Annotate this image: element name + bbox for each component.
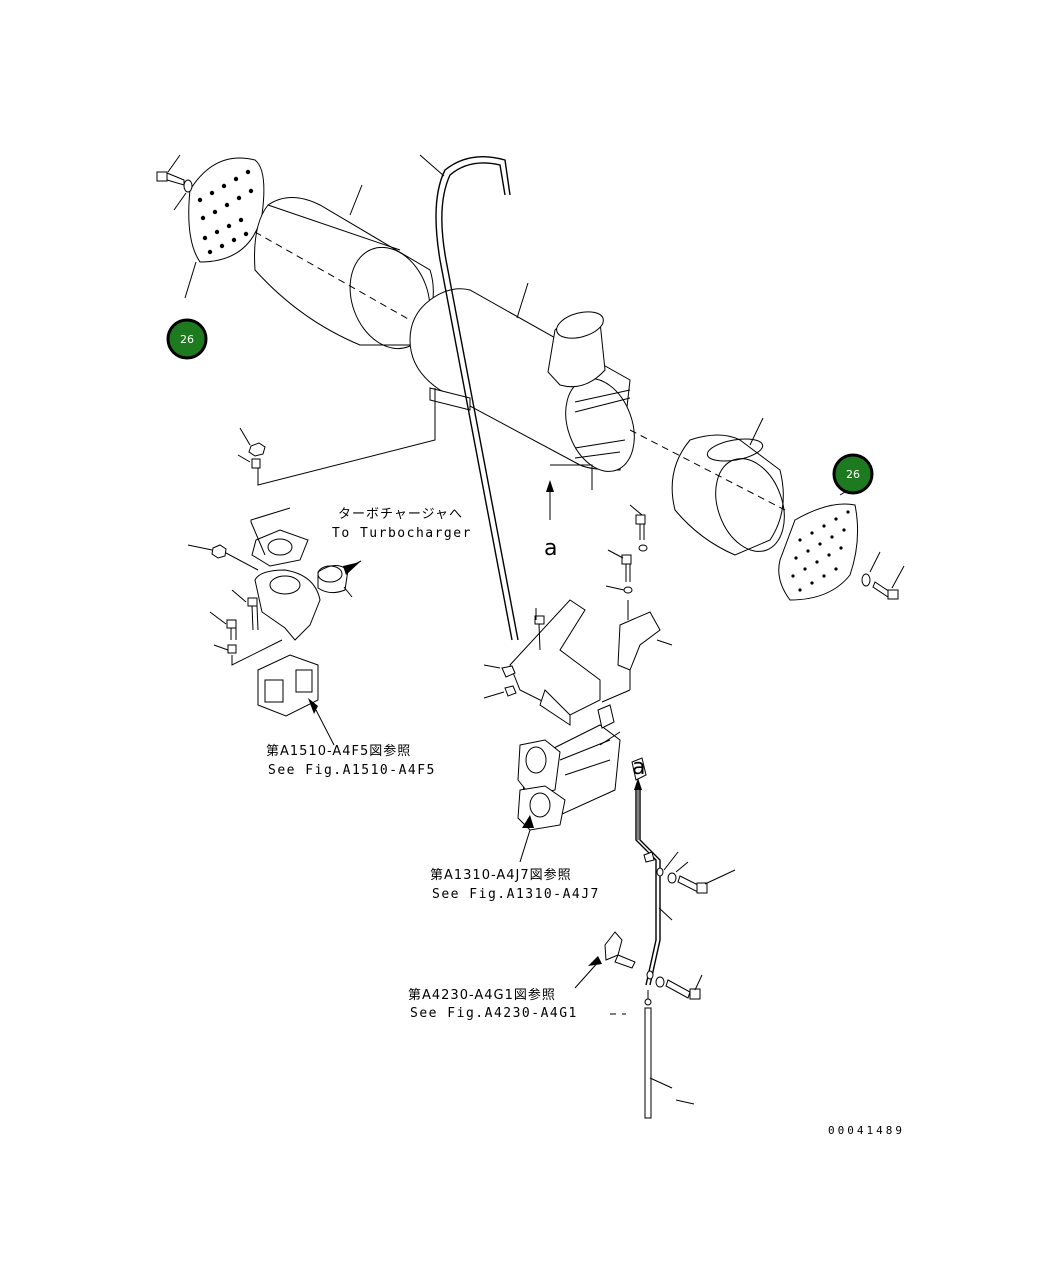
ref1-label-en: See Fig.A1510-A4F5	[268, 763, 436, 778]
ref2-label-jp: 第A1310-A4J7図参照	[430, 867, 572, 883]
callout-badge-26-left[interactable]: 26	[166, 318, 208, 360]
bolt-right	[861, 551, 905, 600]
small-bracket-pin	[574, 931, 636, 989]
ref3-label-jp: 第A4230-A4G1図参照	[408, 987, 556, 1003]
left-cylinder-cover	[254, 184, 434, 350]
right-cylinder-cover	[629, 417, 786, 556]
turbo-label-en: To Turbocharger	[332, 526, 472, 541]
view-letter-a-upper: a	[544, 536, 557, 561]
exhaust-tube	[419, 154, 519, 641]
callout-badge-label: 26	[846, 468, 860, 481]
callout-badge-label: 26	[180, 333, 194, 346]
center-support-bracket	[483, 599, 601, 726]
lower-mount-assembly	[517, 704, 647, 863]
right-end-plate	[778, 487, 859, 601]
view-letter-a-lower: a	[632, 755, 645, 780]
bolt-top-left	[156, 154, 193, 211]
drawing-number: 00041489	[828, 1124, 905, 1137]
bolts-left-bracket	[209, 589, 283, 666]
view-arrow-a-upper	[546, 464, 593, 520]
left-end-plate	[184, 157, 265, 299]
turbo-label-jp: ターボチャージャへ	[338, 507, 463, 522]
muffler-body	[409, 282, 635, 472]
nut-washer-left	[237, 388, 436, 486]
bolt-left-elbow	[187, 544, 259, 571]
callout-badge-26-right[interactable]: 26	[832, 453, 874, 495]
ref2-label-en: See Fig.A1310-A4J7	[432, 887, 600, 902]
right-bracket-bolts	[601, 504, 673, 703]
ref3-label-en: See Fig.A4230-A4G1	[410, 1006, 578, 1021]
ref1-label-jp: 第A1510-A4F5図参照	[266, 743, 411, 759]
vertical-rod	[610, 778, 736, 1119]
turbo-flange-block	[257, 654, 335, 746]
exhaust-elbow	[250, 507, 362, 641]
